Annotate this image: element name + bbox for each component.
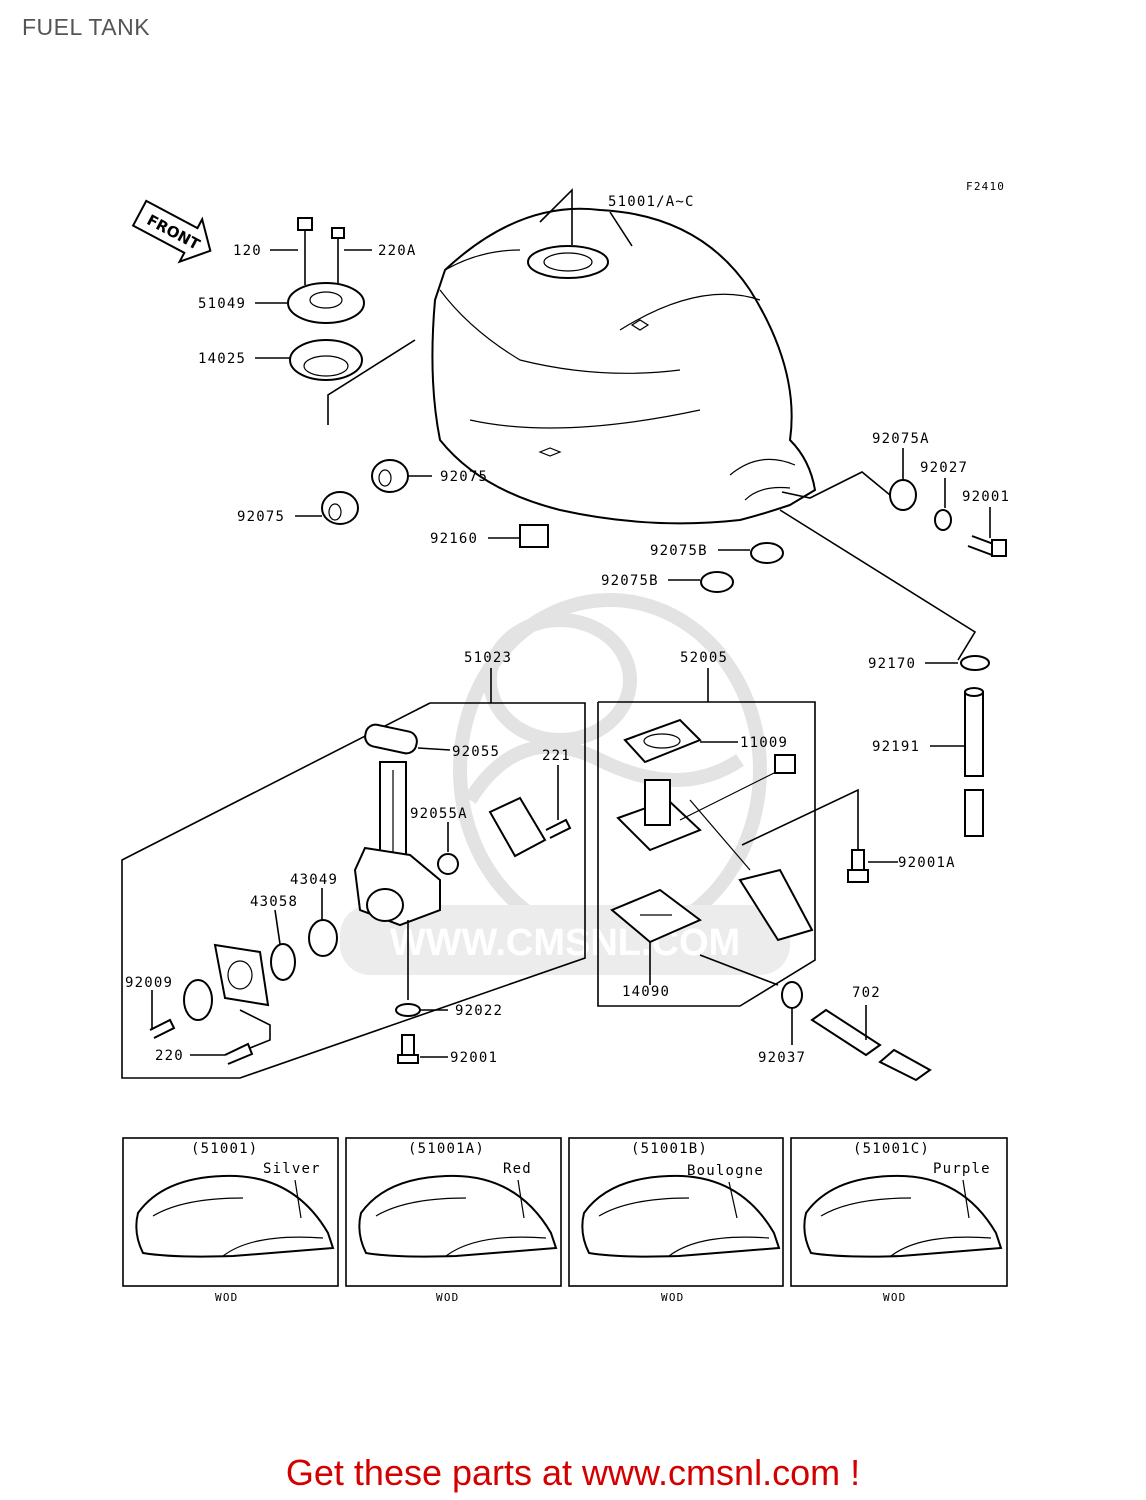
variant-color: Red	[503, 1161, 532, 1177]
figure-code: F2410	[966, 180, 1005, 193]
label-43049: 43049	[290, 872, 338, 888]
screw-92009	[149, 1018, 176, 1039]
label-92001a: 92001A	[898, 855, 956, 871]
variant-panel-51001a: (51001A) Red WOD	[345, 1137, 562, 1304]
screw-220	[224, 1042, 254, 1065]
label-92027: 92027	[920, 460, 968, 476]
label-92191: 92191	[872, 739, 920, 755]
label-92170: 92170	[868, 656, 916, 672]
label-220: 220	[155, 1048, 184, 1064]
damper-92075b-2	[700, 571, 734, 593]
footer-link[interactable]: Get these parts at www.cmsnl.com !	[285, 1452, 861, 1493]
label-92075-lower: 92075	[237, 509, 285, 525]
label-43058: 43058	[250, 894, 298, 910]
hose-92191	[964, 687, 984, 837]
fuel-tank	[431, 207, 817, 525]
label-702: 702	[852, 985, 881, 1001]
damper-92075-upper	[371, 459, 409, 493]
watermark-logo: WWW.CMSNL.COM	[340, 593, 790, 975]
variant-note: WOD	[661, 1291, 684, 1304]
label-92160: 92160	[430, 531, 478, 547]
label-92055a: 92055A	[410, 806, 468, 822]
label-14025: 14025	[198, 351, 246, 367]
label-221: 221	[542, 748, 571, 764]
variant-code: (51001B)	[631, 1141, 708, 1157]
oring-92055a	[437, 853, 459, 875]
hose-702	[810, 1008, 932, 1082]
fuel-cock-body	[353, 761, 441, 927]
bolt-120	[297, 217, 313, 285]
oring-92055	[364, 723, 418, 755]
clamp-92170	[960, 655, 990, 671]
label-92001-upper: 92001	[962, 489, 1010, 505]
cap-51049	[287, 282, 365, 324]
variant-color: Boulogne	[687, 1163, 764, 1179]
label-92001-lower: 92001	[450, 1050, 498, 1066]
seal-43049	[308, 919, 338, 957]
gasket-14025	[289, 339, 363, 381]
collar-92027	[934, 478, 952, 531]
screw-221	[545, 818, 572, 839]
screw-220a	[331, 227, 345, 290]
variant-note: WOD	[215, 1291, 238, 1304]
box-52005	[597, 701, 816, 1007]
variant-panel-51001: (51001) Silver WOD	[122, 1137, 339, 1304]
label-14090: 14090	[622, 984, 670, 1000]
label-92009: 92009	[125, 975, 173, 991]
label-92075a: 92075A	[872, 431, 930, 447]
label-92075b-1: 92075B	[650, 543, 708, 559]
label-92055: 92055	[452, 744, 500, 760]
variant-note: WOD	[883, 1291, 906, 1304]
label-11009: 11009	[740, 735, 788, 751]
variant-panel-51001b: (51001B) Boulogne WOD	[568, 1137, 784, 1304]
label-51001: 51001/A~C	[608, 194, 695, 210]
clamp-92037	[781, 981, 803, 1009]
damper-92075-lower	[321, 491, 359, 525]
page-title: FUEL TANK	[22, 14, 151, 40]
label-92037: 92037	[758, 1050, 806, 1066]
knob	[183, 979, 213, 1021]
lever-plate	[213, 943, 270, 1007]
variant-code: (51001A)	[408, 1141, 485, 1157]
bolt-92001	[967, 507, 1007, 557]
label-120: 120	[233, 243, 262, 259]
bolt-92001a	[847, 849, 869, 883]
variant-panel-51001c: (51001C) Purple WOD	[790, 1137, 1008, 1304]
box-51023	[121, 702, 586, 1079]
variant-color: Silver	[263, 1161, 321, 1177]
variant-code: (51001C)	[853, 1141, 930, 1157]
variant-note: WOD	[436, 1291, 459, 1304]
cushion-92160	[519, 524, 549, 548]
parts-diagram: WWW.CMSNL.COM F2410 FRONT	[121, 180, 1010, 1304]
label-92022: 92022	[455, 1003, 503, 1019]
gasket-11009	[623, 718, 702, 764]
plate-cover	[488, 796, 547, 858]
front-arrow-icon: FRONT	[131, 199, 212, 264]
bolt-92001-lower	[397, 1034, 419, 1064]
label-92075b-2: 92075B	[601, 573, 659, 589]
label-51023: 51023	[464, 650, 512, 666]
label-51049: 51049	[198, 296, 246, 312]
variant-color: Purple	[933, 1161, 991, 1177]
oring-43058	[270, 943, 296, 981]
variant-code: (51001)	[191, 1141, 258, 1157]
label-92075-upper: 92075	[440, 469, 488, 485]
filter-14090	[610, 888, 702, 944]
watermark-text: WWW.CMSNL.COM	[390, 922, 740, 964]
label-220a: 220A	[378, 243, 417, 259]
washer-92022	[395, 1003, 421, 1017]
pump-assembly	[616, 754, 814, 942]
damper-92075b-1	[750, 542, 784, 564]
damper-92075a	[889, 448, 917, 511]
label-52005: 52005	[680, 650, 728, 666]
